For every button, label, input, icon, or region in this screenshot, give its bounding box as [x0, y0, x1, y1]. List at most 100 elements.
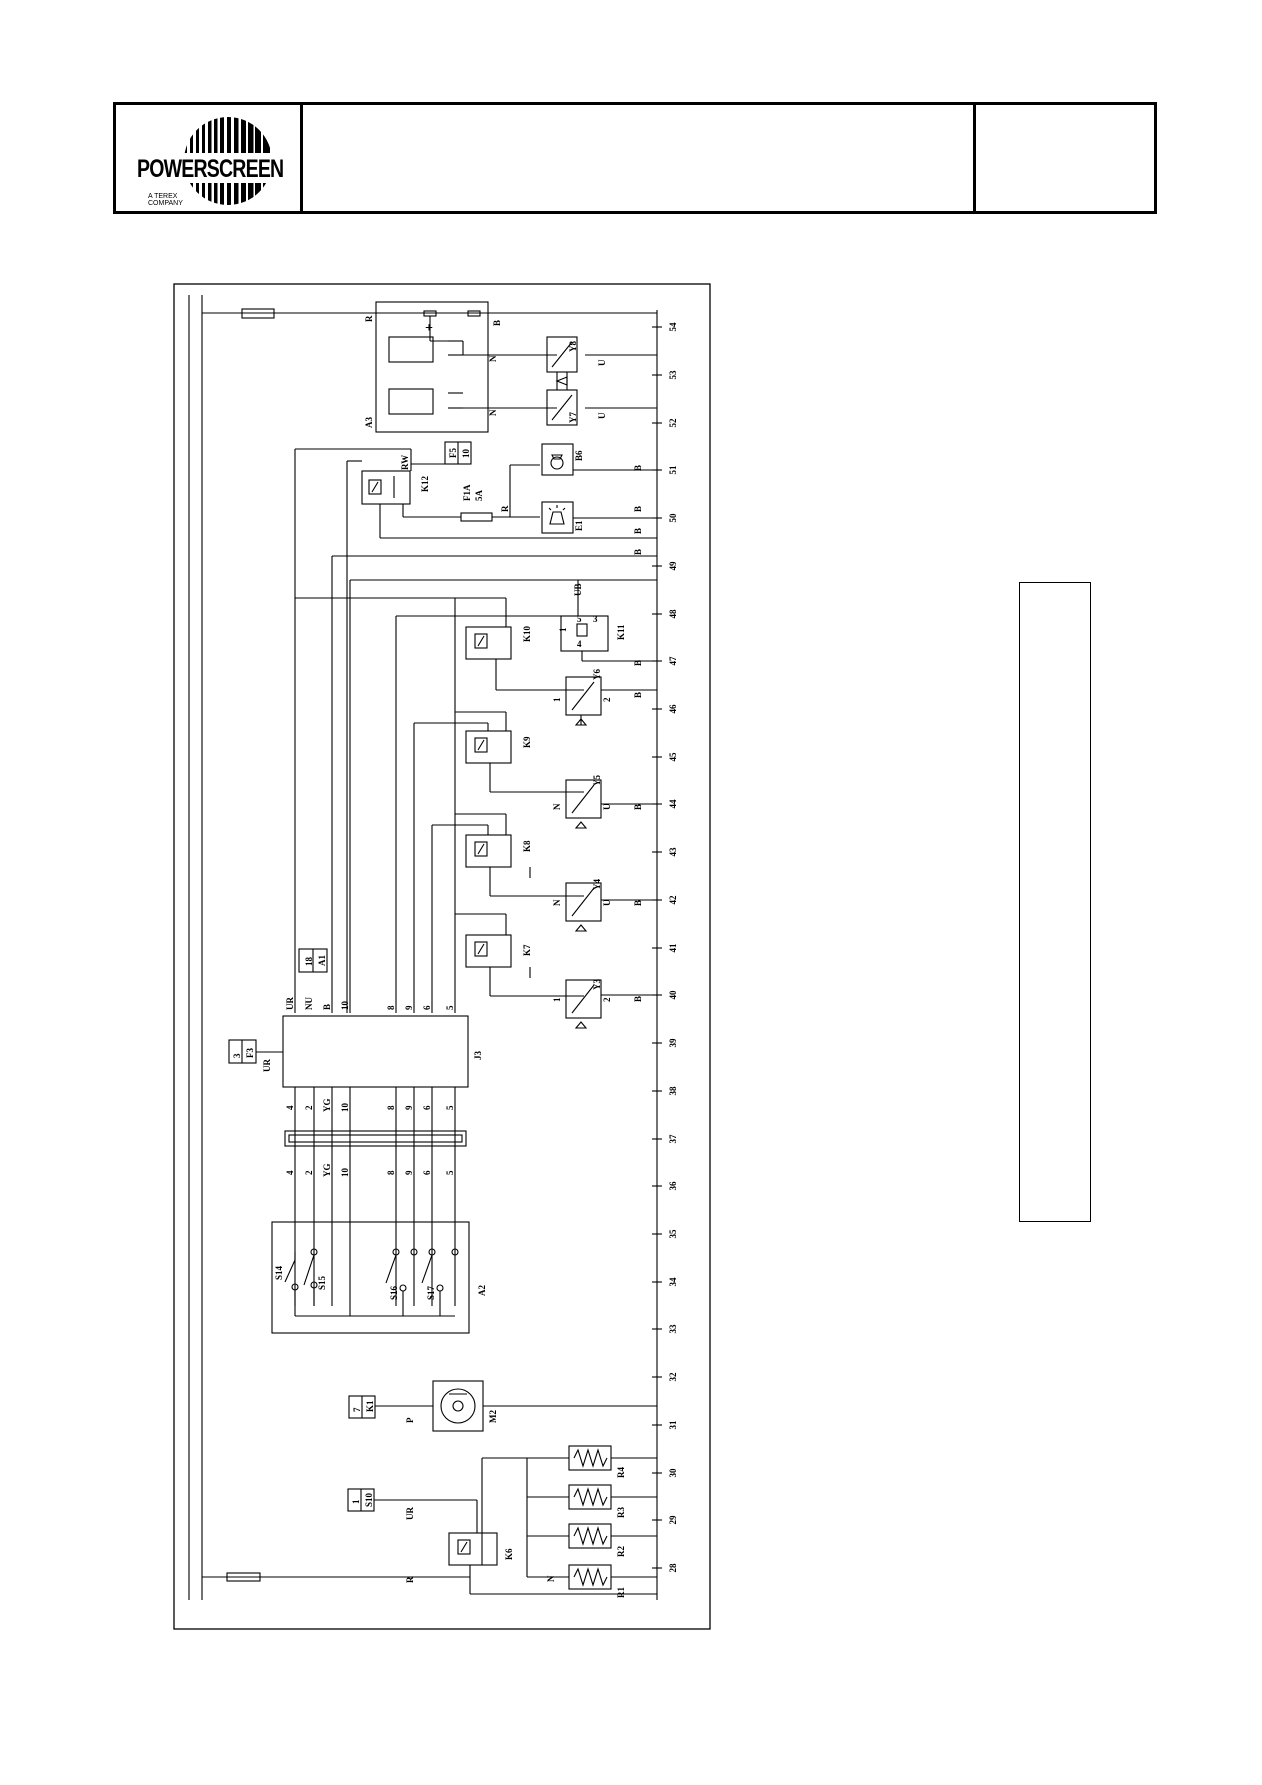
- component-label: M2: [488, 1410, 498, 1423]
- component-label: K12: [420, 475, 430, 492]
- line-number: 51: [668, 465, 678, 475]
- j3-section: [228, 1015, 469, 1306]
- wire-label: B: [633, 465, 643, 471]
- a2-panel-box: [271, 1221, 470, 1334]
- k6-relay: [448, 1532, 498, 1566]
- component-label: R4: [616, 1467, 626, 1478]
- line-number: 46: [668, 704, 678, 714]
- wire-label: B: [633, 804, 643, 810]
- component-label: B6: [574, 450, 584, 461]
- wire-label: B: [633, 549, 643, 555]
- m2-section: [348, 1380, 657, 1432]
- pin-label: 2: [602, 997, 612, 1002]
- wire-label: U: [602, 899, 612, 906]
- logo-wordmark: POWERSCREEN: [137, 155, 284, 183]
- component-label: S15: [317, 1275, 327, 1290]
- component-label: S14: [274, 1265, 284, 1280]
- logo-subtitle: A TEREX COMPANY: [148, 193, 183, 207]
- line-number: 28: [668, 1563, 678, 1573]
- line-number: 29: [668, 1515, 678, 1525]
- line-number: 39: [668, 1038, 678, 1048]
- pin-label: 3: [593, 614, 598, 624]
- pin-label: 1: [558, 627, 568, 632]
- wire-label: B: [633, 900, 643, 906]
- f1a-fuse-icon: [460, 512, 493, 522]
- component-label: R3: [616, 1507, 626, 1518]
- s10-label: S10: [364, 1492, 374, 1507]
- line-number: 44: [668, 799, 678, 809]
- line-number: 48: [668, 609, 678, 619]
- pin-label: 4: [577, 639, 582, 649]
- j3-bottom-wire: 10: [340, 1103, 350, 1113]
- k8-section: [431, 813, 657, 1013]
- wire-label: N: [488, 355, 498, 362]
- wire-label: B: [492, 320, 502, 326]
- k10-relay: [465, 626, 512, 660]
- wire-label: B: [633, 528, 643, 534]
- k1-number: 7: [352, 1407, 362, 1412]
- wire-label: U: [602, 803, 612, 810]
- plug-wire: 6: [422, 1170, 432, 1175]
- component-label: Y8: [568, 341, 578, 352]
- plus-terminal: +: [425, 321, 433, 336]
- y6-coil-icon: [565, 676, 602, 716]
- plug-wire: 4: [285, 1170, 295, 1175]
- wire-label: P: [405, 1417, 415, 1423]
- drawing-title-cell: [303, 105, 976, 211]
- logo-subtitle-line2: COMPANY: [148, 200, 183, 207]
- component-label: K6: [504, 1548, 514, 1560]
- a3-module: [375, 301, 489, 433]
- line-number: 45: [668, 752, 678, 762]
- component-label: A2: [477, 1285, 487, 1296]
- line-number: 42: [668, 895, 678, 905]
- component-label: J3: [473, 1051, 483, 1061]
- k7-relay: [465, 934, 512, 968]
- wire-label: B: [633, 692, 643, 698]
- j3-bottom-wire: YG: [322, 1099, 332, 1113]
- k1-label: K1: [365, 1400, 375, 1412]
- line-number: 40: [668, 990, 678, 1000]
- supply-rails: [188, 295, 658, 1600]
- motor-icon: [440, 1388, 476, 1424]
- line-number: 43: [668, 847, 678, 857]
- component-label: Y4: [592, 879, 602, 890]
- y3-coil-icon: [565, 979, 602, 1019]
- j3-bottom-wire: 4: [285, 1105, 295, 1110]
- j3-top-wire: 5: [445, 1005, 455, 1010]
- pin-label: 2: [602, 697, 612, 702]
- pin-label: 1: [552, 697, 562, 702]
- fuse-icon: [226, 1572, 261, 1582]
- component-label: K7: [522, 944, 532, 956]
- plug-wire: 9: [404, 1170, 414, 1175]
- y5-coil-icon: [565, 779, 602, 819]
- line-number: 32: [668, 1372, 678, 1382]
- wire-label: U: [597, 412, 607, 419]
- component-label: E1: [574, 520, 584, 531]
- component-label: R2: [616, 1546, 626, 1557]
- pin-label: 1: [552, 997, 562, 1002]
- j3-top-wire: B: [322, 1004, 332, 1010]
- wire-label: UR: [405, 1507, 415, 1520]
- wire-label: UR: [262, 1059, 272, 1072]
- k8-relay: [465, 834, 512, 868]
- k10-section: [295, 556, 657, 1013]
- title-block: POWERSCREEN A TEREX COMPANY: [113, 102, 1157, 214]
- wire-label: U: [597, 359, 607, 366]
- wire-label: N: [488, 409, 498, 416]
- line-number: 35: [668, 1229, 678, 1239]
- a1-label: A1: [317, 955, 327, 966]
- k9-section: [413, 711, 657, 1013]
- wire-label: UB: [573, 583, 583, 596]
- a3-section: [202, 301, 657, 433]
- j3-top-wire: 8: [386, 1005, 396, 1010]
- j3-top-wire: NU: [304, 997, 314, 1010]
- notes-box: [1019, 582, 1091, 1222]
- line-number: 38: [668, 1086, 678, 1096]
- j3-connector: [282, 1015, 469, 1088]
- component-label: Y6: [592, 669, 602, 680]
- wire-label: N: [552, 803, 562, 810]
- a1-number: 18: [304, 957, 314, 967]
- component-label: R1: [616, 1587, 626, 1598]
- powerscreen-logo-icon: [132, 117, 282, 205]
